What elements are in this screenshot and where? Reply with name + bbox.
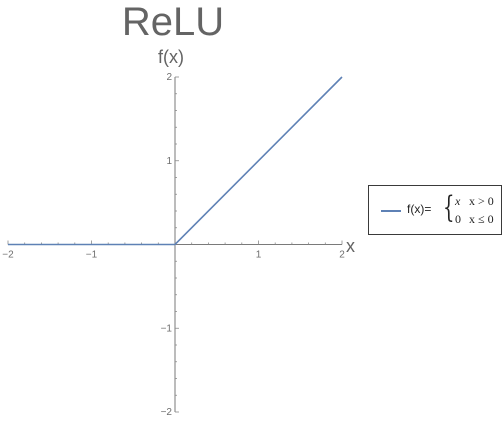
y-tick-label: 2 (166, 72, 172, 83)
legend-fx-label: f(x)= (407, 202, 432, 216)
y-axis-label: f(x) (158, 47, 184, 67)
y-tick-label: −1 (161, 323, 173, 334)
legend-case1-expr: x (455, 194, 461, 208)
legend: f(x)= { x x > 0 0 x ≤ 0 (368, 185, 502, 235)
legend-case2-cond: x ≤ 0 (469, 212, 494, 226)
legend-case2-expr: 0 (455, 212, 461, 226)
x-tick-label: −1 (86, 250, 98, 261)
series (8, 76, 343, 246)
x-tick-label: 2 (339, 250, 345, 261)
legend-swatch (381, 210, 401, 212)
legend-case1-cond: x > 0 (469, 194, 494, 208)
series-line (8, 76, 343, 246)
tick-labels: −2 −1 1 2 −2 −1 1 2 (2, 72, 345, 418)
x-tick-label: 1 (256, 250, 262, 261)
y-tick-label: −2 (161, 407, 173, 418)
y-tick-label: 1 (166, 156, 172, 167)
x-tick-label: −2 (2, 250, 14, 261)
legend-brace: { (443, 190, 455, 225)
chart-title: ReLU (121, 0, 225, 44)
x-axis-label: x (346, 236, 355, 256)
